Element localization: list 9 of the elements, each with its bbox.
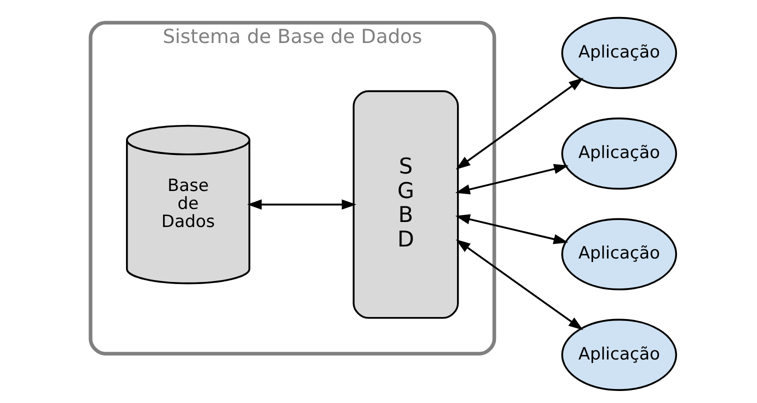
node-ellipse: Aplicação <box>561 118 678 190</box>
node-ellipse: Aplicação <box>561 218 678 290</box>
arrow <box>455 164 569 194</box>
node-ellipse: Aplicação <box>561 318 678 391</box>
node-box: S G B D <box>352 90 459 319</box>
arrow <box>456 239 584 330</box>
arrow <box>456 78 584 170</box>
arrow <box>247 199 356 210</box>
arrow <box>455 214 568 244</box>
